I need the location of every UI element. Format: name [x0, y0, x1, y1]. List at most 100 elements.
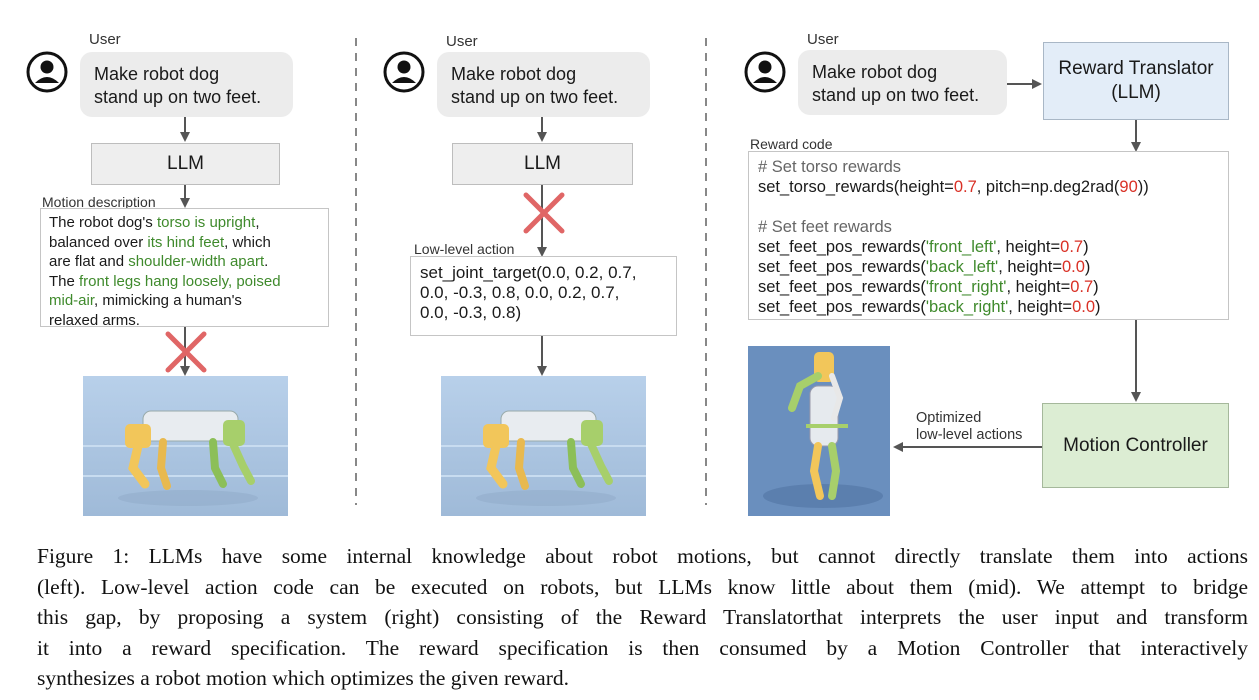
caption-line: this gap, by proposing a system (right) … [37, 605, 1248, 629]
prompt-line: stand up on two feet. [94, 87, 262, 107]
low-level-action-label: Low-level action [414, 241, 515, 257]
optimized-line: Optimized [916, 410, 982, 426]
code-text: ) [1093, 278, 1099, 296]
text-segment: , [255, 214, 260, 231]
failure-cross-mid [523, 192, 565, 234]
code-num: 0.0 [1072, 298, 1095, 316]
code-text: , height= [1008, 298, 1073, 316]
text-segment: The [49, 272, 80, 290]
text-segment: . [264, 253, 269, 270]
code-text: set_feet_pos_rewards( [758, 298, 926, 316]
code-comment: # Set feet rewards [758, 218, 892, 236]
code-text: , height= [998, 258, 1062, 276]
reward-code-line: # Set torso rewards [758, 157, 1219, 177]
robot-standing-scene [748, 346, 890, 516]
figure-caption: Figure 1: LLMs have some internal knowle… [37, 541, 1248, 694]
code-text: set_torso_rewards(height= [758, 178, 954, 196]
highlighted-phrase: mid-air [49, 292, 95, 309]
reward-code-line: set_feet_pos_rewards('front_right', heig… [758, 277, 1219, 297]
user-prompt-bubble: Make robot dog stand up on two feet. [798, 50, 1007, 115]
action-code-line: 0.0, -0.3, 0.8) [420, 303, 522, 322]
text-segment: The robot dog's [49, 214, 157, 231]
code-str: 'front_right' [925, 278, 1007, 296]
code-num: 0.7 [953, 178, 977, 196]
highlighted-phrase: torso is upright [156, 214, 256, 231]
translator-subtitle: (LLM) [1111, 82, 1161, 103]
code-str: 'back_left' [925, 258, 999, 276]
caption-line: Figure 1: LLMs have some internal knowle… [37, 544, 1248, 568]
prompt-line: stand up on two feet. [812, 85, 980, 105]
code-text: set_feet_pos_rewards( [758, 278, 926, 296]
text-segment: balanced over [49, 233, 148, 251]
code-text: )) [1137, 178, 1149, 196]
caption-line: synthesizes a robot motion which optimiz… [37, 666, 569, 690]
prompt-line: Make robot dog [451, 64, 577, 84]
code-text: , height= [996, 238, 1061, 256]
highlighted-phrase: shoulder-width apart [128, 253, 265, 270]
highlighted-phrase: its hind feet [147, 233, 225, 251]
motion-description-line: The front legs hang loosely, poised [49, 272, 320, 292]
user-label: User [89, 31, 121, 48]
robot-dog-scene-left [83, 376, 288, 516]
caption-line: it into a reward specification. The rewa… [37, 635, 1248, 660]
reward-code-label: Reward code [750, 136, 833, 152]
code-comment: # Set torso rewards [758, 158, 902, 176]
code-text: ) [1083, 238, 1089, 256]
code-num: 90 [1119, 178, 1138, 196]
text-segment: , which [224, 233, 271, 251]
highlighted-phrase: front legs hang loosely, poised [79, 272, 281, 290]
user-label: User [807, 31, 839, 48]
reward-code-line: set_torso_rewards(height=0.7, pitch=np.d… [758, 177, 1219, 197]
user-avatar-icon [26, 51, 68, 93]
motion-controller-box: Motion Controller [1042, 403, 1229, 488]
code-text: ) [1095, 298, 1101, 316]
motion-description-line: The robot dog's torso is upright, [49, 213, 320, 233]
code-text: set_feet_pos_rewards( [758, 238, 926, 256]
user-avatar-icon [383, 51, 425, 93]
user-label: User [446, 33, 478, 50]
reward-code-line: set_feet_pos_rewards('back_left', height… [758, 257, 1219, 277]
motion-description-line: balanced over its hind feet, which [49, 233, 320, 253]
action-code-line: set_joint_target(0.0, 0.2, 0.7, [420, 263, 637, 282]
code-num: 0.7 [1060, 238, 1084, 256]
reward-code-line [758, 197, 1219, 217]
translator-title: Reward Translator [1058, 58, 1214, 79]
optimized-line: low-level actions [916, 427, 1023, 443]
code-text: ) [1084, 258, 1091, 276]
action-code-line: 0.0, -0.3, 0.8, 0.0, 0.2, 0.7, [420, 283, 620, 302]
user-avatar-icon [744, 51, 786, 93]
prompt-line: stand up on two feet. [451, 87, 619, 107]
code-num: 0.0 [1061, 258, 1085, 276]
motion-description-line: relaxed arms. [49, 311, 320, 331]
robot-dog-scene-mid [441, 376, 646, 516]
optimized-actions-label: Optimized low-level actions [916, 410, 1022, 444]
code-text: set_feet_pos_rewards( [758, 258, 926, 276]
reward-code-line: # Set feet rewards [758, 217, 1219, 237]
low-level-action-box: set_joint_target(0.0, 0.2, 0.7, 0.0, -0.… [410, 256, 677, 336]
caption-line: (left). Low-level action code can be exe… [37, 574, 1248, 599]
prompt-line: Make robot dog [812, 62, 938, 82]
reward-code-line: set_feet_pos_rewards('front_left', heigh… [758, 237, 1219, 257]
text-segment: relaxed arms. [49, 311, 140, 329]
user-prompt-bubble: Make robot dog stand up on two feet. [80, 52, 293, 117]
code-num: 0.7 [1070, 278, 1094, 296]
motion-description-label: Motion description [42, 194, 156, 210]
prompt-line: Make robot dog [94, 64, 220, 84]
llm-box: LLM [452, 143, 633, 185]
reward-code-line: set_feet_pos_rewards('back_right', heigh… [758, 297, 1219, 317]
reward-translator-box: Reward Translator (LLM) [1043, 42, 1229, 120]
user-prompt-bubble: Make robot dog stand up on two feet. [437, 52, 650, 117]
motion-description-line: are flat and shoulder-width apart. [49, 252, 320, 272]
motion-description-line: mid-air, mimicking a human's [49, 291, 320, 311]
text-segment: are flat and [49, 253, 129, 270]
failure-cross-left [165, 331, 207, 373]
llm-box: LLM [91, 143, 280, 185]
code-text: , height= [1006, 278, 1071, 296]
motion-description-box: The robot dog's torso is upright,balance… [40, 208, 329, 329]
code-text: , pitch=np.deg2rad( [976, 178, 1120, 196]
code-str: 'back_right' [925, 298, 1009, 316]
code-str: 'front_left' [925, 238, 997, 256]
text-segment: , mimicking a human's [94, 292, 242, 309]
